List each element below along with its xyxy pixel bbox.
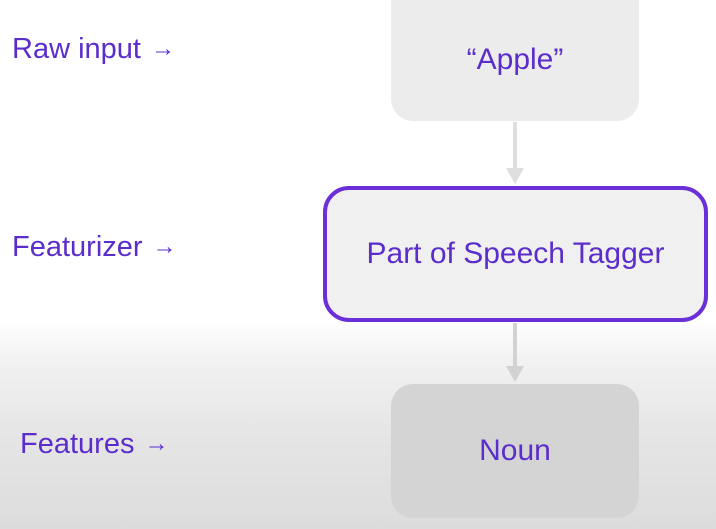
row-label-raw-input: Raw input →	[12, 32, 175, 68]
right-arrow-icon: →	[150, 35, 175, 62]
featurizer-box-text: Part of Speech Tagger	[366, 237, 665, 270]
featurizer-box: Part of Speech Tagger	[323, 186, 708, 322]
row-label-text: Featurizer	[12, 231, 143, 263]
right-arrow-icon: →	[152, 233, 177, 260]
row-label-features: Features →	[20, 427, 168, 463]
row-label-text: Features	[20, 428, 135, 460]
connector-tagger-to-output	[506, 323, 524, 382]
input-box-text: “Apple”	[466, 42, 564, 76]
connector-input-to-tagger	[506, 122, 524, 184]
output-box-text: Noun	[479, 434, 551, 467]
input-box: “Apple”	[391, 0, 639, 121]
output-box: Noun	[391, 384, 639, 518]
row-label-text: Raw input	[12, 33, 141, 65]
row-label-featurizer: Featurizer →	[12, 230, 177, 266]
right-arrow-icon: →	[144, 430, 169, 457]
